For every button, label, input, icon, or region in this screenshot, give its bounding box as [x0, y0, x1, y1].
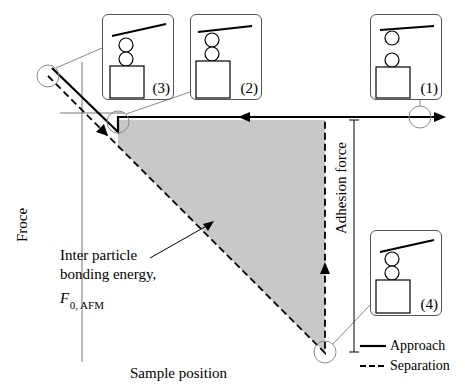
subscript: 0, AFM [70, 299, 104, 313]
callout-number: (4) [421, 297, 439, 312]
dimension-label: Adhesion force [332, 140, 351, 236]
symbol: F [60, 289, 69, 308]
force-axis [82, 62, 83, 362]
legend-text: Separation [390, 359, 450, 373]
callout-number: (3) [153, 81, 171, 96]
callout-number: (1) [421, 81, 439, 96]
separation-arrow [320, 262, 330, 274]
position-axis [60, 113, 125, 114]
inset-drawings [110, 24, 434, 313]
annotation: Inter particle bonding energy, [60, 246, 172, 284]
callout-number: (2) [241, 81, 259, 96]
bonding-energy-area [118, 120, 325, 353]
leader-line [150, 224, 210, 258]
separation-curve [48, 76, 440, 353]
legend-solid-sample [360, 345, 386, 347]
separation-arrow [434, 112, 446, 122]
leader-arrow [203, 221, 214, 231]
legend-text: Approach [390, 339, 445, 353]
highlight-circles [37, 48, 431, 363]
adhesion-dimension [349, 120, 359, 352]
inset-box: (2) [190, 14, 262, 100]
approach-arrow [238, 112, 250, 122]
inset-box: (4) [370, 230, 442, 316]
legend-dashed-sample [360, 365, 386, 367]
inset-box: (1) [370, 14, 442, 100]
axis-title: Sample position [130, 364, 227, 383]
separation-arrow [96, 124, 108, 136]
axis-title: Froce [13, 206, 32, 244]
inset-box: (3) [102, 14, 174, 100]
